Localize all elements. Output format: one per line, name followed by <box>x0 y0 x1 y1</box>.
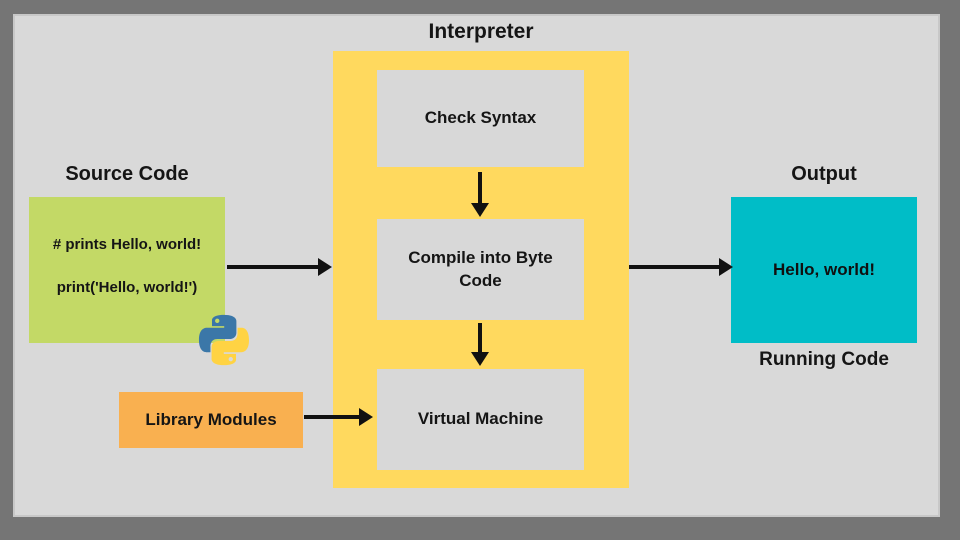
step-box-compile-byte-code: Compile into Byte Code <box>377 219 584 320</box>
output-result-text: Hello, world! <box>773 260 875 279</box>
arrow-source-to-interpreter <box>227 265 319 269</box>
arrow-library-to-virtual-machine <box>304 415 360 419</box>
library-modules-box: Library Modules <box>119 392 303 448</box>
step-box-check-syntax: Check Syntax <box>377 70 584 167</box>
source-code-box: # prints Hello, world! print('Hello, wor… <box>29 197 225 343</box>
source-code-line: print('Hello, world!') <box>56 279 198 296</box>
step-label: Virtual Machine <box>417 409 544 429</box>
running-code-caption: Running Code <box>759 349 889 370</box>
source-code-heading: Source Code <box>65 163 189 185</box>
arrow-compile-to-virtual-machine <box>478 323 482 353</box>
step-box-virtual-machine: Virtual Machine <box>377 369 584 470</box>
arrow-check-syntax-to-compile <box>478 172 482 204</box>
library-modules-label: Library Modules <box>145 410 277 429</box>
source-code-line: # prints Hello, world! <box>52 236 202 253</box>
output-result-box: Hello, world! <box>731 197 917 343</box>
step-label: Compile into Byte Code <box>408 247 553 290</box>
step-label: Check Syntax <box>424 108 537 128</box>
arrow-interpreter-to-output <box>629 265 720 269</box>
python-icon <box>198 314 250 366</box>
interpreter-title: Interpreter <box>428 20 534 43</box>
output-heading: Output <box>791 163 857 185</box>
